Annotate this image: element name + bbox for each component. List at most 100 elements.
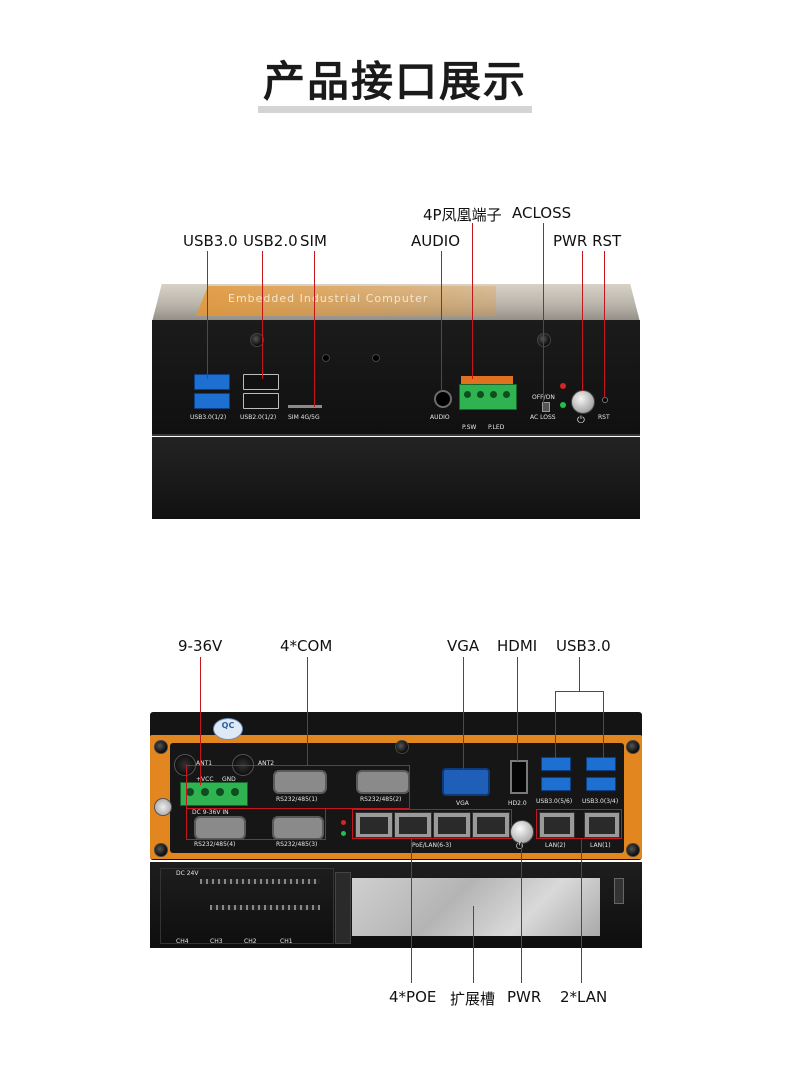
silk-usb30: USB3.0(1/2) (190, 414, 227, 421)
com-port-1[interactable] (273, 770, 327, 794)
usb30-port-5[interactable] (541, 757, 571, 771)
leader-com (307, 657, 308, 765)
gpio-header[interactable] (200, 879, 320, 884)
silk-usb56: USB3.0(5/6) (536, 798, 573, 805)
usb30-port-2[interactable] (194, 393, 230, 409)
leader-usb30 (207, 251, 208, 379)
label-poe: 4*POE (389, 988, 437, 1006)
terminal-screw-icon (503, 391, 510, 398)
silk-vcc: +VCC (196, 776, 214, 783)
slot-bracket (335, 872, 351, 944)
leader-slot (473, 906, 474, 983)
title-underline (258, 106, 532, 113)
leader-pwr (582, 251, 583, 391)
label-acloss: ACLOSS (512, 204, 572, 222)
sim-slot[interactable] (288, 405, 322, 408)
terminal-screw-icon (477, 391, 484, 398)
status-led-red (560, 383, 566, 389)
usb20-port-1[interactable] (243, 374, 279, 390)
status-led-green (341, 831, 346, 836)
terminal-screw-icon (490, 391, 497, 398)
top-brand-text: Embedded Industrial Computer (228, 292, 429, 305)
silk-psw: P.SW (462, 424, 477, 431)
silk-usb20: USB2.0(1/2) (240, 414, 277, 421)
top-lower-chassis (152, 437, 640, 519)
usb30-port-3[interactable] (586, 757, 616, 771)
leader-usb30-right (603, 691, 604, 758)
label-audio: AUDIO (411, 232, 461, 250)
com-group-frame-lower (186, 808, 326, 840)
acloss-switch[interactable] (542, 402, 550, 412)
silk-vga: VGA (456, 800, 469, 807)
poe-lan-port-6[interactable] (355, 812, 393, 838)
silk-gnd: GND (222, 776, 236, 783)
label-sim: SIM (300, 232, 327, 250)
silk-ch3: CH3 (210, 938, 223, 945)
power-icon: ⏻ (516, 842, 524, 852)
terminal-screw-icon (464, 391, 471, 398)
terminal-screw-icon (201, 788, 209, 796)
poe-lan-port-4[interactable] (433, 812, 471, 838)
label-lan: 2*LAN (560, 988, 608, 1006)
qc-badge: QC (213, 718, 243, 740)
com-port-2[interactable] (356, 770, 410, 794)
silk-dc24: DC 24V (176, 870, 199, 877)
hole-icon (372, 354, 380, 362)
vga-port[interactable] (442, 768, 490, 796)
label-usb30: USB3.0 (183, 232, 238, 250)
screw-icon (154, 740, 168, 754)
screw-icon (395, 740, 409, 754)
power-button[interactable] (571, 390, 595, 414)
leader-pwr-rear (521, 842, 522, 983)
silk-com3: RS232/485(3) (276, 841, 318, 848)
screw-icon (626, 740, 640, 754)
silk-ant2: ANT2 (258, 760, 275, 767)
power-button-rear[interactable] (510, 820, 534, 844)
screw-icon (154, 843, 168, 857)
screw-icon (626, 843, 640, 857)
silk-ch2: CH2 (244, 938, 257, 945)
page-title: 产品接口展示 (262, 57, 527, 106)
silk-ant1: ANT1 (196, 760, 213, 767)
expansion-slot-cover[interactable] (352, 878, 600, 936)
slot-latch (614, 878, 624, 904)
reset-button[interactable] (602, 397, 608, 403)
silk-lan2: LAN(2) (545, 842, 566, 849)
lan-port-2[interactable] (539, 812, 575, 838)
terminal-screw-icon (186, 788, 194, 796)
io-expansion-card (160, 868, 334, 944)
silk-sim: SIM 4G/5G (288, 414, 320, 421)
leader-usb30-bracket (555, 691, 604, 692)
leader-hdmi (517, 657, 518, 761)
poe-lan-port-5[interactable] (394, 812, 432, 838)
label-pwr-rst: PWR RST (553, 232, 622, 250)
silk-com2: RS232/485(2) (360, 796, 402, 803)
audio-jack[interactable] (434, 390, 452, 408)
leader-vga (463, 657, 464, 769)
hdmi-port[interactable] (510, 760, 528, 794)
usb30-port-4[interactable] (586, 777, 616, 791)
poe-lan-port-3[interactable] (472, 812, 510, 838)
silk-rst: RST (598, 414, 610, 421)
lan-group-frame (536, 809, 622, 839)
status-led-green (560, 402, 566, 408)
label-pwr-rear: PWR (507, 988, 542, 1006)
label-phoenix: 4P凤凰端子 (423, 206, 502, 224)
usb30-port-1[interactable] (194, 374, 230, 390)
label-usb20: USB2.0 (243, 232, 298, 250)
label-com: 4*COM (280, 637, 333, 655)
usb20-port-2[interactable] (243, 393, 279, 409)
poe-group-frame (352, 809, 512, 839)
lan-port-1[interactable] (584, 812, 620, 838)
silk-dc: DC 9-36V IN (192, 809, 229, 816)
gpio-header-2[interactable] (210, 905, 320, 910)
silk-pled: P.LED (488, 424, 505, 431)
leader-rst (604, 251, 605, 398)
silk-com4: RS232/485(4) (194, 841, 236, 848)
silk-acloss: AC LOSS (530, 414, 556, 421)
leader-usb30-stem (579, 657, 580, 691)
hole-icon (322, 354, 330, 362)
usb30-port-6[interactable] (541, 777, 571, 791)
leader-usb20 (262, 251, 263, 379)
terminal-screw-icon (231, 788, 239, 796)
